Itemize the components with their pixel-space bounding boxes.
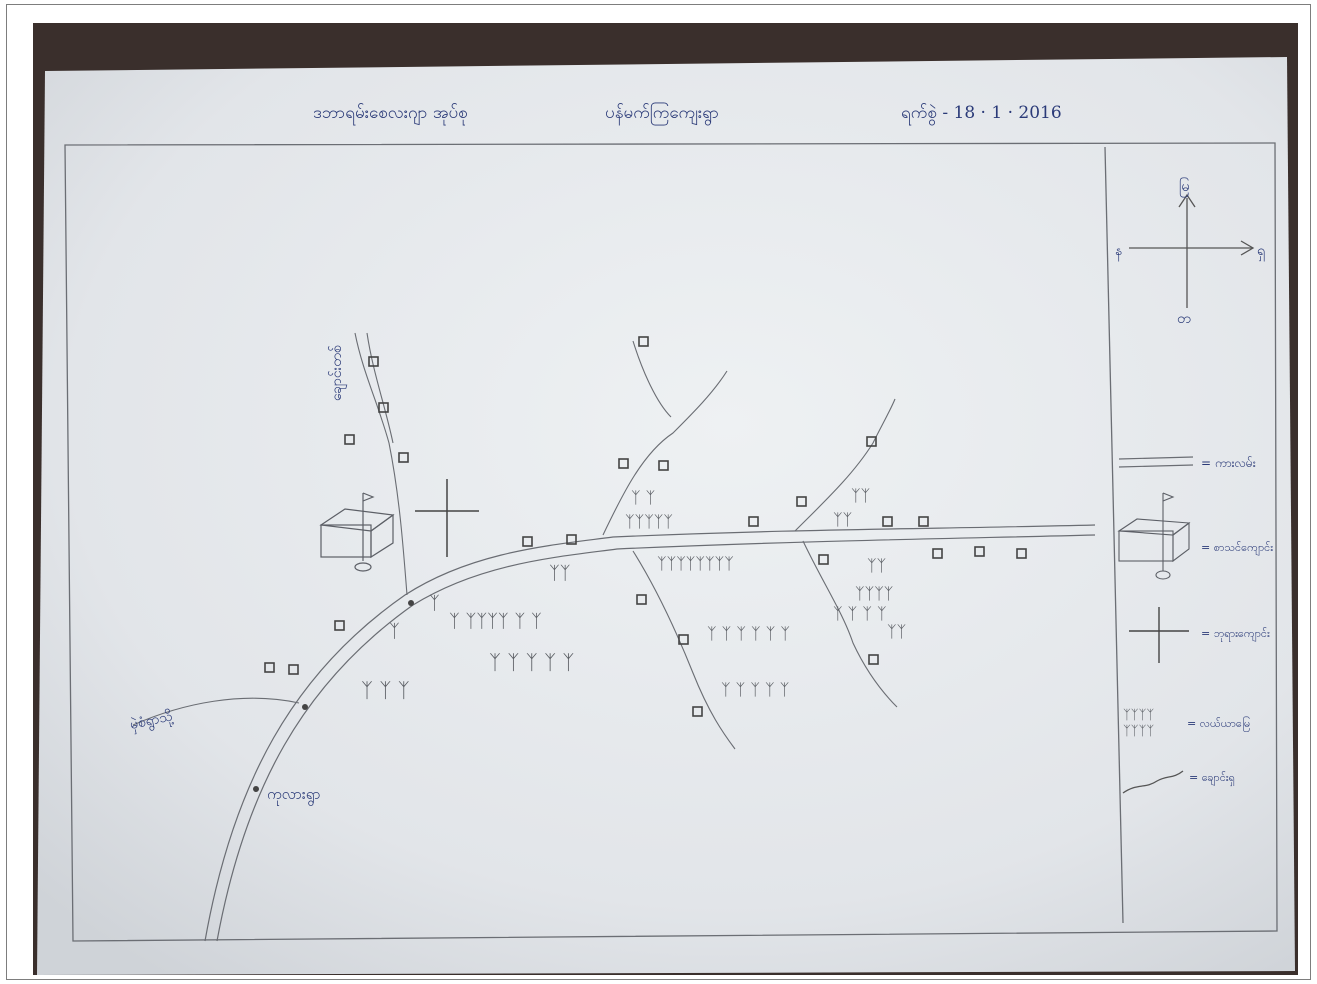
farm-mark: ᛉᛉ <box>867 556 886 575</box>
farm-mark: ᛉᛉᛉᛉᛉᛉᛉᛉ <box>657 554 734 573</box>
church-icon <box>415 479 479 557</box>
legend-stream-icon <box>1122 770 1184 794</box>
stream-south-2 <box>802 540 898 708</box>
house-icon <box>748 516 759 527</box>
header-date: ရက်စွဲ - 18 · 1 · 2016 <box>901 103 1062 126</box>
stream-label: ချောင်းတစ် <box>329 345 347 401</box>
legend-farm-label: = လယ်ယာမြေ <box>1187 716 1250 732</box>
house-icon <box>344 434 355 445</box>
house-icon <box>866 436 877 447</box>
farm-mark: ᛉᛉ <box>833 510 852 529</box>
farm-mark: ᛉᛉᛉᛉ <box>855 584 893 603</box>
farm-mark: ᛉ ᛉ ᛉ ᛉ ᛉ <box>721 680 789 699</box>
farm-mark: ᛉ ᛉᛉᛉᛉ ᛉ ᛉ <box>449 611 542 632</box>
school-icon <box>319 492 395 572</box>
streams <box>132 332 898 750</box>
house-icon <box>818 554 829 565</box>
house-icon <box>566 534 577 545</box>
village-label: ကုလားရွာ <box>267 785 321 806</box>
farm-mark: ᛉ ᛉ ᛉ ᛉ ᛉ ᛉ <box>707 624 790 643</box>
legend-church-label: = ဘုရားကျောင်း <box>1201 627 1270 642</box>
paper-sheet: ဒဘာရမ်းစေလးဂျာ အုပ်စု ပန်မက်ကြကျေးရွာ ရက… <box>37 57 1295 975</box>
main-road <box>204 524 1096 942</box>
house-icon <box>334 620 345 631</box>
house-icon <box>1016 548 1027 559</box>
compass-south: တ <box>1177 311 1191 327</box>
road-west <box>132 697 300 726</box>
north-arrow-icon <box>1178 193 1196 208</box>
legend-church-icon <box>1129 607 1189 663</box>
farm-mark: ᛉ <box>389 621 400 642</box>
house-icon <box>398 452 409 463</box>
house-icon <box>368 356 379 367</box>
legend-road-label: = ကားလမ်း <box>1201 455 1256 470</box>
stream-south-1 <box>632 550 736 750</box>
farm-mark: ᛉ ᛉ ᛉ ᛉ ᛉ <box>489 650 574 674</box>
svg-text:ᛉᛉᛉᛉ: ᛉᛉᛉᛉ <box>1123 708 1154 723</box>
svg-text:ᛉᛉᛉᛉ: ᛉᛉᛉᛉ <box>1123 724 1154 739</box>
house-icon <box>796 496 807 507</box>
house-icon <box>692 706 703 717</box>
legend: = ကားလမ်း = စာသင်ကျောင်း = ဘုရားကျောင်း <box>1117 455 1273 794</box>
house-icon <box>974 546 985 557</box>
farm-mark: ᛉᛉᛉᛉᛉ <box>625 512 673 531</box>
compass-west: န <box>1115 243 1122 261</box>
east-arrow-icon <box>1240 240 1255 256</box>
farm-mark: ᛉᛉ <box>851 486 870 505</box>
house-icon <box>288 664 299 675</box>
house-icon <box>638 336 649 347</box>
farm-mark: ᛉ <box>429 593 440 614</box>
junction-dot <box>408 600 414 606</box>
legend-divider <box>1104 146 1124 924</box>
house-icon <box>932 548 943 559</box>
house-icon <box>882 516 893 527</box>
house-icon <box>522 536 533 547</box>
compass-east: ရှ <box>1257 243 1265 261</box>
compass <box>1129 193 1255 308</box>
farm-mark: ᛉᛉ <box>887 622 906 641</box>
village-dot <box>253 786 259 792</box>
legend-school-label: = စာသင်ကျောင်း <box>1201 541 1273 556</box>
stream-ne-2 <box>794 398 896 532</box>
stream-north <box>354 332 408 596</box>
map-photo: ဒဘာရမ်းစေလးဂျာ အုပ်စု ပန်မက်ကြကျေးရွာ ရက… <box>33 23 1298 975</box>
junction-dot <box>302 704 308 710</box>
farm-mark: ᛉ ᛉ ᛉ <box>361 678 410 702</box>
legend-school-icon <box>1117 492 1191 580</box>
header-left: ဒဘာရမ်းစေလးဂျာ အုပ်စု <box>313 103 468 126</box>
stream-ne-1-branch <box>632 340 672 418</box>
house-icon <box>678 634 689 645</box>
farmland: ᛉ ᛉ ᛉ ᛉ ᛉ ᛉ ᛉᛉᛉᛉ ᛉ ᛉ ᛉᛉ ᛉ ᛉ ᛉ ᛉ ᛉ ᛉ ᛉ ᛉᛉ… <box>361 486 906 702</box>
house-icon <box>264 662 275 673</box>
paper <box>37 57 1295 975</box>
house-icon <box>378 402 389 413</box>
house-icon <box>658 460 669 471</box>
compass-north: မြ <box>1179 178 1189 197</box>
map-border <box>64 142 1278 942</box>
farm-mark: ᛉ ᛉ <box>631 488 655 507</box>
house-icon <box>618 458 629 469</box>
house-icon <box>868 654 879 665</box>
stream-north-bank <box>366 332 394 444</box>
house-icon <box>636 594 647 605</box>
houses <box>264 336 1027 717</box>
legend-farm-icon: ᛉᛉᛉᛉ ᛉᛉᛉᛉ <box>1123 708 1154 739</box>
stream-ne-1 <box>602 370 728 536</box>
farm-mark: ᛉ ᛉ ᛉ ᛉ <box>833 604 887 623</box>
farm-mark: ᛉᛉ <box>549 563 571 584</box>
legend-stream-label: = ချောင်းရှ <box>1189 771 1235 786</box>
image-frame: ဒဘာရမ်းစေလးဂျာ အုပ်စု ပန်မက်ကြကျေးရွာ ရက… <box>6 4 1311 980</box>
house-icon <box>918 516 929 527</box>
legend-road-icon <box>1118 456 1194 468</box>
header-center: ပန်မက်ကြကျေးရွာ <box>605 101 719 126</box>
